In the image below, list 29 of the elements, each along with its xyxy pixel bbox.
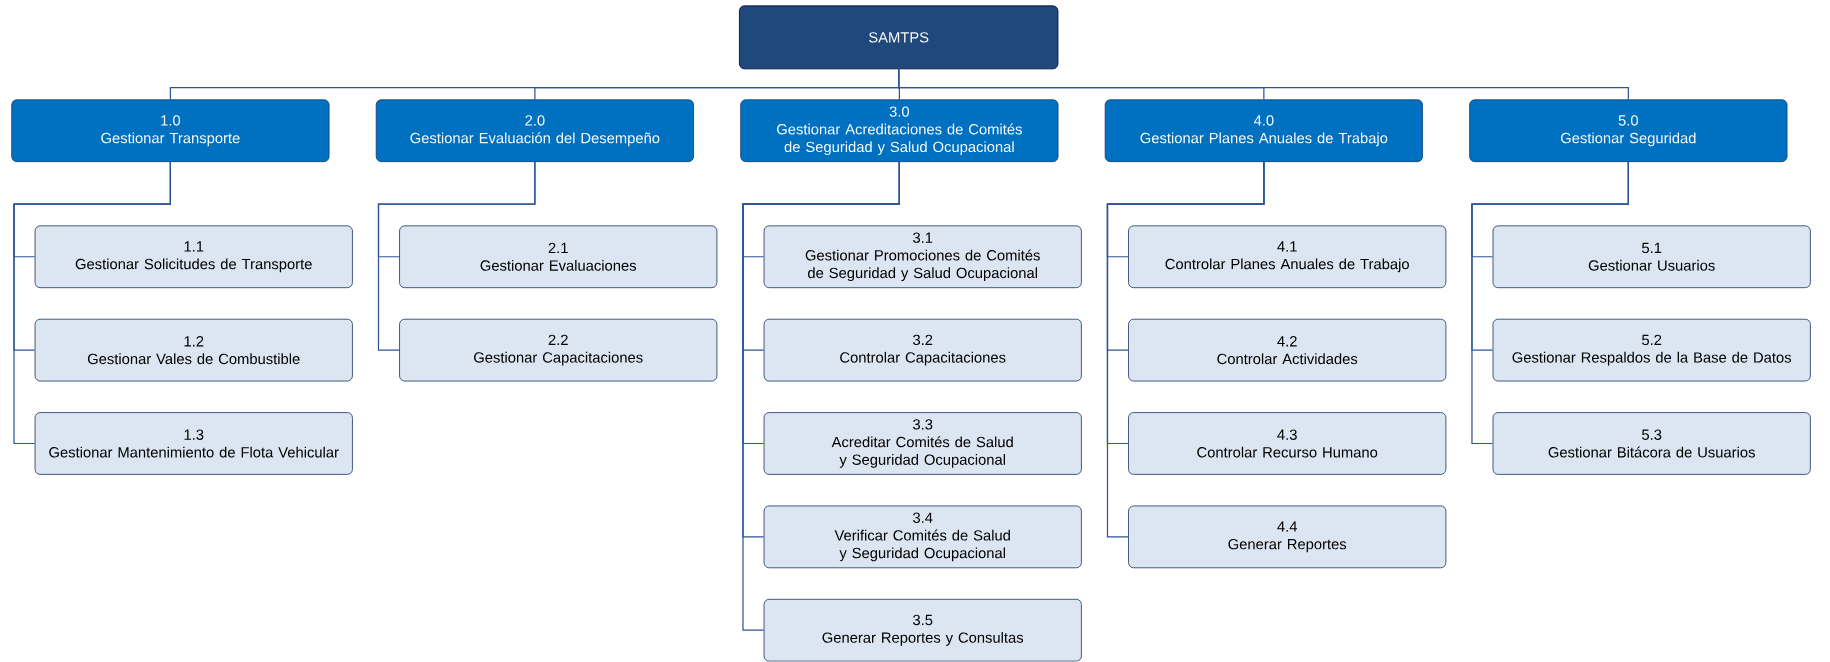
subfunction-box: 5.3 Gestionar Bitácora de Usuarios <box>1492 412 1811 475</box>
function-box: 4.0 Gestionar Planes Anuales de Trabajo <box>1104 99 1423 163</box>
subfunction-box: 4.4 Generar Reportes <box>1128 505 1447 569</box>
subfunction-box: 3.3 Acreditar Comités de Salud y Seguridad Ocupacional <box>763 412 1082 475</box>
root-box: SAMTPS <box>739 5 1059 70</box>
subfunction-box: 2.2 Gestionar Capacitaciones <box>399 318 718 382</box>
function-box: 1.0 Gestionar Transporte <box>11 99 330 163</box>
subfunction-box: 4.2 Controlar Actividades <box>1128 318 1447 382</box>
subfunction-box: 5.1 Gestionar Usuarios <box>1492 225 1811 289</box>
subfunction-box: 1.2 Gestionar Vales de Combustible <box>34 318 353 382</box>
connector-line <box>1471 161 1629 445</box>
connector-line <box>1106 161 1265 538</box>
subfunction-box: 4.3 Controlar Recurso Humano <box>1128 412 1447 475</box>
subfunction-box: 3.5 Generar Reportes y Consultas <box>763 599 1082 662</box>
subfunction-box: 1.1 Gestionar Solicitudes de Transporte <box>34 225 353 289</box>
connector-line <box>898 68 1629 101</box>
subfunction-box: 4.1 Controlar Planes Anuales de Trabajo <box>1128 225 1447 289</box>
subfunction-box: 1.3 Gestionar Mantenimiento de Flota Vehicular <box>34 412 353 475</box>
subfunction-box: 3.4 Verificar Comités de Salud y Seguridad Ocupacional <box>763 505 1082 569</box>
subfunction-box: 3.2 Controlar Capacitaciones <box>763 318 1082 382</box>
function-box: 5.0 Gestionar Seguridad <box>1469 99 1788 163</box>
function-box: 2.0 Gestionar Evaluación del Desempeño <box>375 99 694 163</box>
function-box: 3.0 Gestionar Acreditaciones de Comités de Seguridad y Salud Ocupacional <box>740 99 1059 163</box>
subfunction-box: 5.2 Gestionar Respaldos de la Base de Datos <box>1492 318 1811 382</box>
connector-line <box>377 161 536 351</box>
connector-line <box>742 161 900 631</box>
subfunction-box: 2.1 Gestionar Evaluaciones <box>399 225 718 289</box>
subfunction-box: 3.1 Gestionar Promociones de Comités de Seguridad y Salud Ocupacional <box>763 225 1082 289</box>
connector-line <box>13 161 171 445</box>
